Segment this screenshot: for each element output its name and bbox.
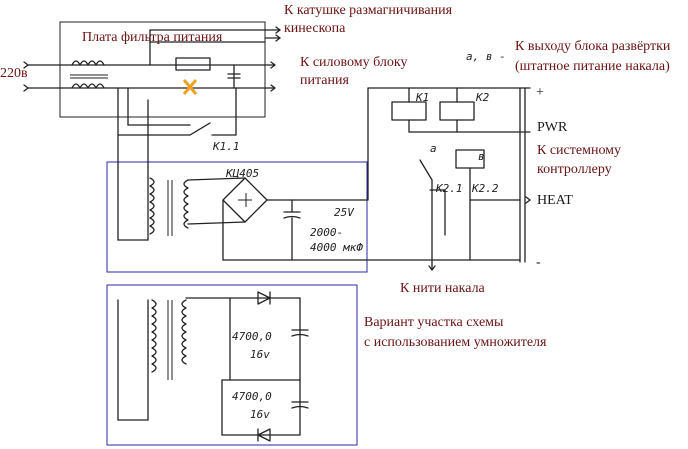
filter-capacitor: [283, 215, 301, 219]
heat-label: HEAT: [537, 193, 573, 208]
degauss-label-1: К катушке размагничивания: [284, 3, 453, 18]
multiplier-section-box: [106, 284, 358, 446]
multiplier-diode-top: [257, 291, 271, 305]
filter-board-outline: [59, 21, 266, 118]
k22-label: К2.2: [471, 182, 499, 195]
transformer-primary: [149, 177, 155, 235]
pwr-label: PWR: [537, 120, 568, 135]
mult-cap2-label: 4700,0: [232, 390, 272, 403]
bridge-label: КЦ405: [225, 167, 259, 180]
power-unit-label-2: питания: [300, 73, 349, 88]
k21-label: К2.1: [435, 182, 463, 195]
plus-label: +: [536, 85, 544, 100]
variant-label-2: с использованием умножителя: [364, 335, 547, 350]
minus-label: -: [536, 255, 541, 270]
filter-choke-bottom: [71, 83, 105, 89]
rectifier-section-box: [106, 161, 368, 273]
scan-output-prefix: а, в -: [466, 50, 506, 63]
transformer-secondary: [183, 179, 189, 229]
scan-output-label-1: К выходу блока развёртки: [515, 39, 671, 54]
relay-k1-coil: [391, 101, 427, 121]
multiplier-diode-bottom: [257, 428, 271, 442]
input-voltage-label: 220в: [0, 66, 28, 81]
k21-contact: [419, 159, 433, 181]
mult-v1-label: 16v: [250, 348, 270, 361]
cap-value-label-1: 2000-: [310, 226, 343, 239]
k11-label: К1.1: [212, 140, 240, 153]
relay-k2-coil: [439, 101, 475, 121]
k11-contact: [189, 122, 211, 136]
controller-label-2: контроллеру: [537, 162, 612, 177]
filter-board-label: Плата фильтра питания: [82, 30, 223, 45]
cap-value-label-2: 4000 мкФ: [310, 241, 363, 254]
posistor: [175, 57, 211, 71]
variant-label-1: Вариант участка схемы: [364, 315, 504, 330]
scan-output-label-2: (штатное питание накала): [515, 59, 670, 74]
cap-voltage-label: 25V: [334, 206, 355, 219]
filter-choke-top: [71, 60, 105, 66]
point-b-label: в: [478, 150, 485, 163]
k1-label: К1: [415, 91, 429, 104]
mult-cap1-label: 4700,0: [232, 330, 272, 343]
degauss-label-2: кинескопа: [284, 21, 346, 36]
filament-label: К нити накала: [400, 281, 486, 296]
k2-label: К2: [475, 91, 490, 104]
controller-label-1: К системному: [537, 143, 621, 158]
mult-v2-label: 16v: [250, 408, 270, 421]
point-a-label: а: [430, 142, 437, 155]
power-unit-label-1: К силовому блоку: [300, 55, 408, 70]
